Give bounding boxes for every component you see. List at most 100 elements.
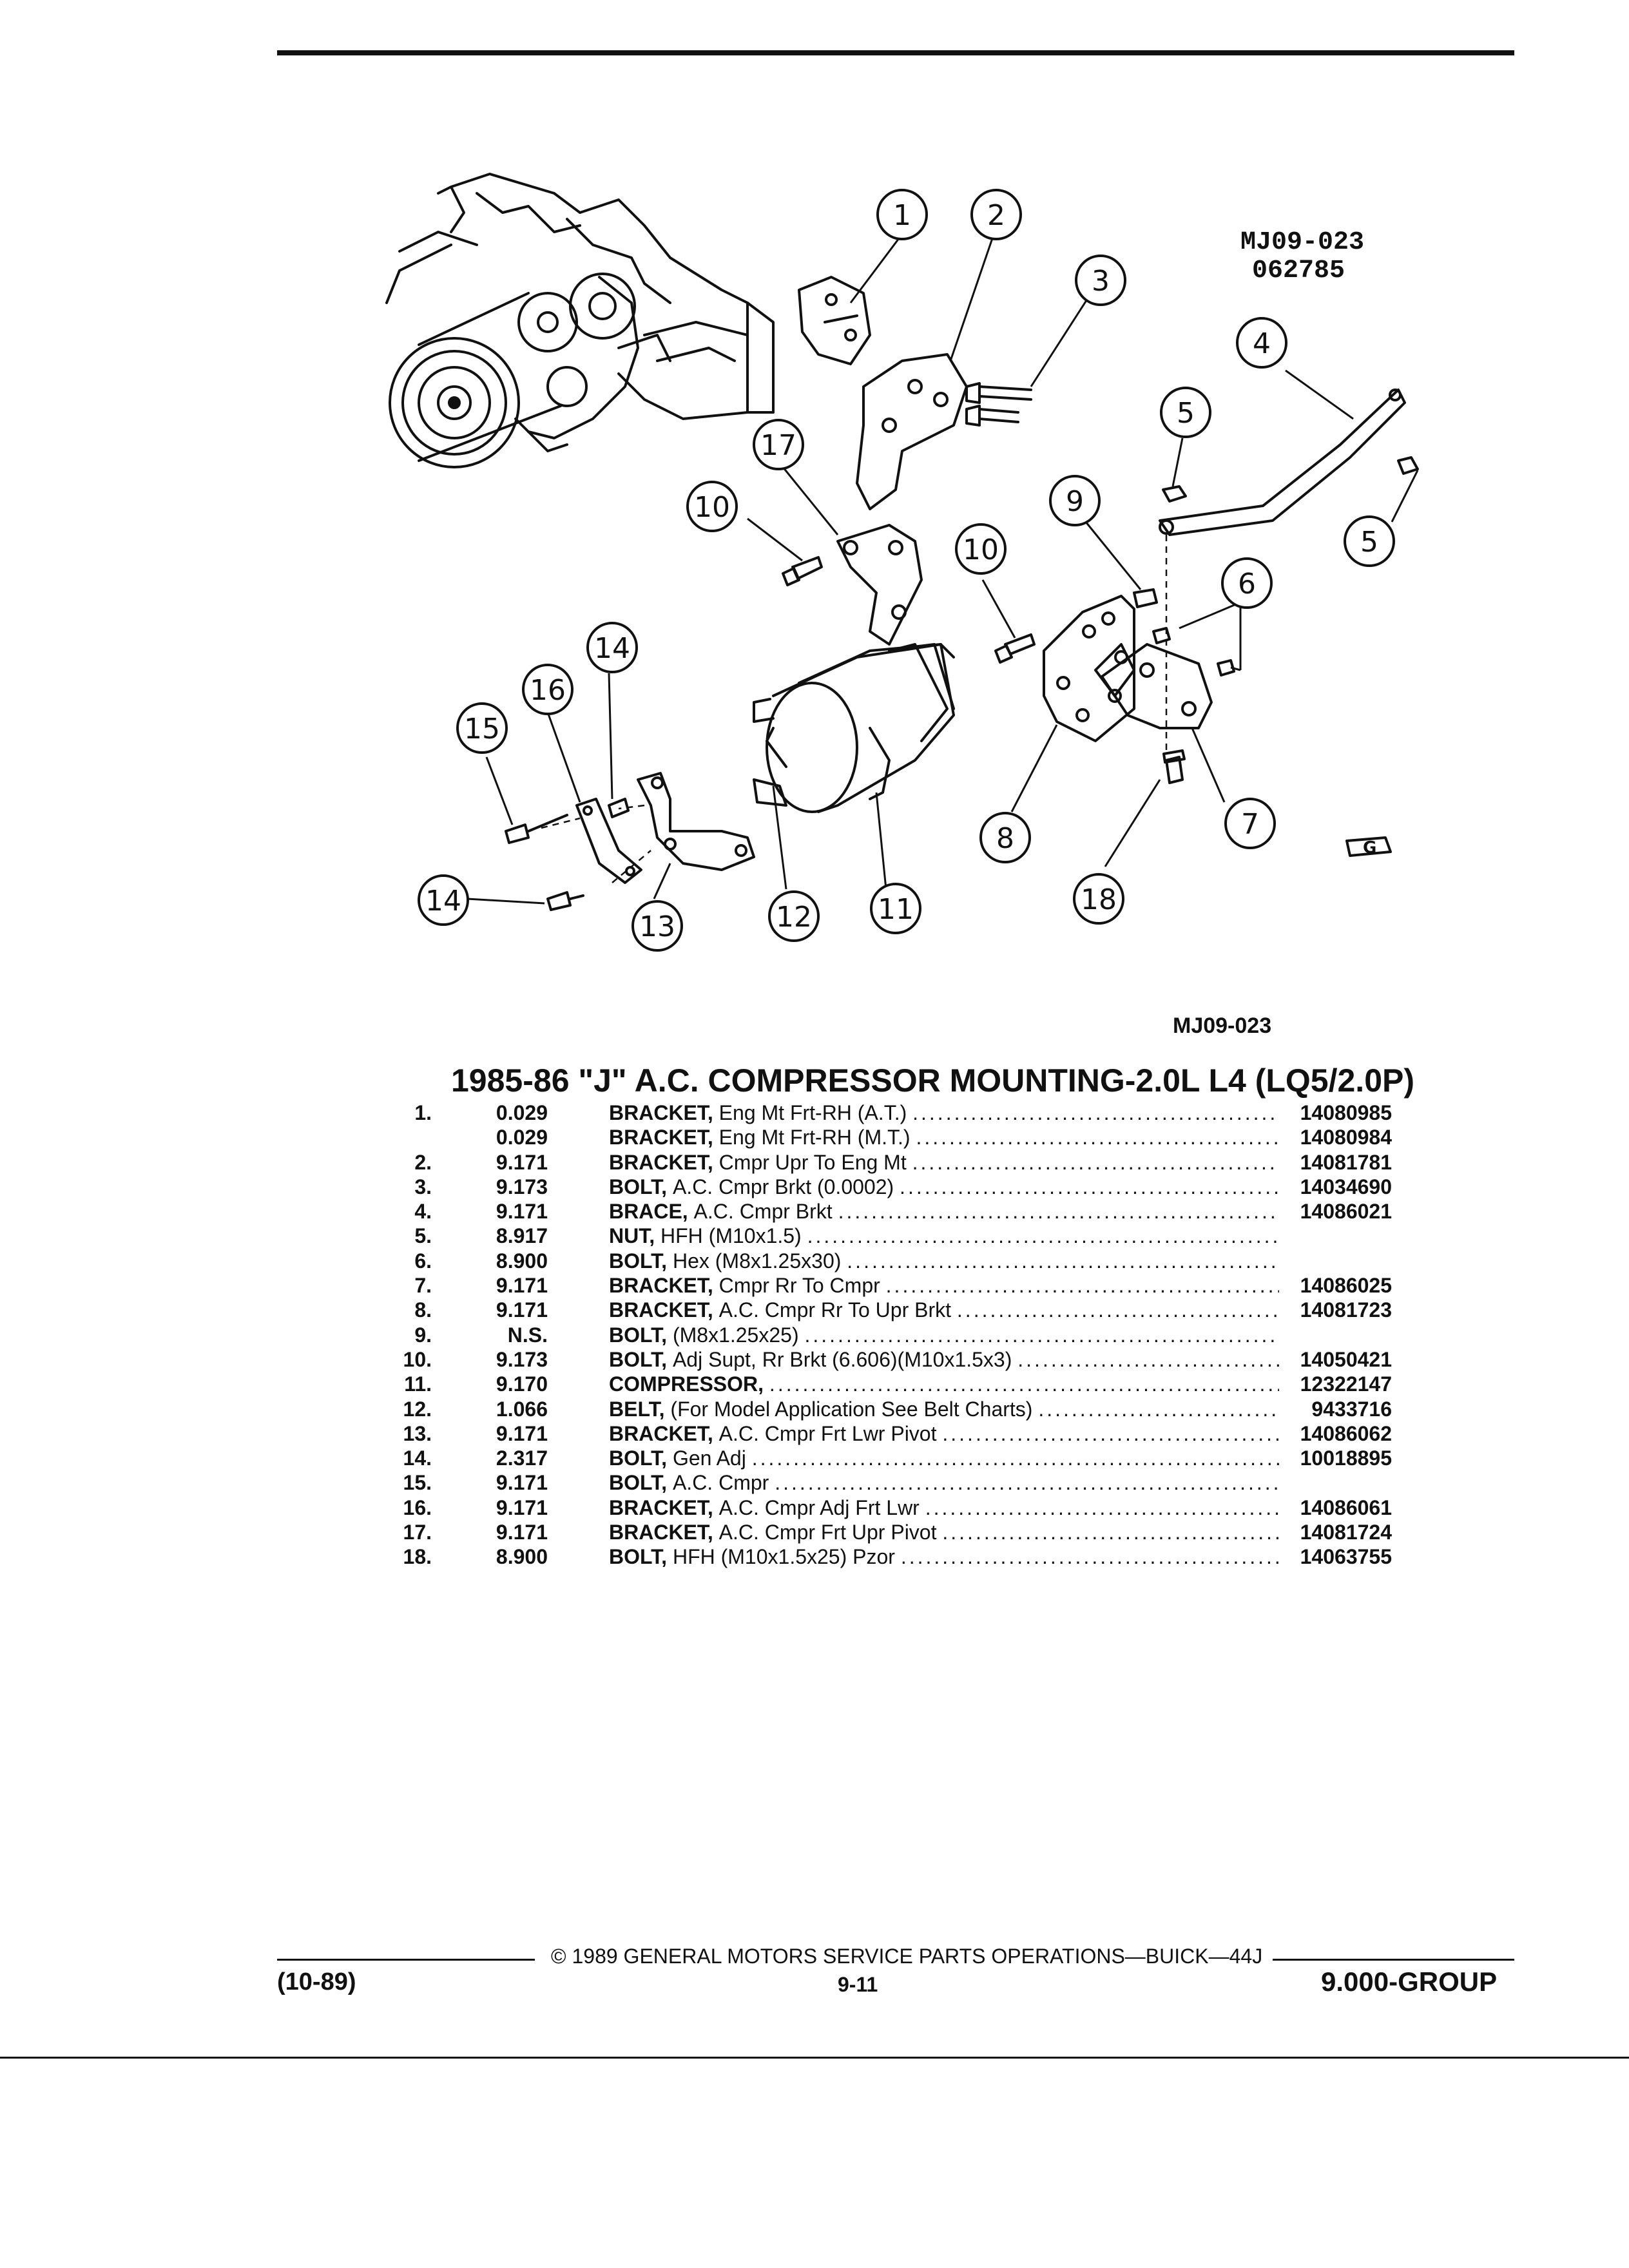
item-number: 11. bbox=[404, 1372, 432, 1396]
group-number: 9.171 bbox=[496, 1521, 548, 1544]
group-number: N.S. bbox=[507, 1323, 548, 1347]
svg-text:10: 10 bbox=[963, 533, 999, 566]
svg-text:6: 6 bbox=[1238, 568, 1256, 601]
engine-illustration bbox=[385, 173, 775, 468]
part-name: BRACKET, bbox=[609, 1495, 713, 1519]
part-description: BOLT, (M8x1.25x25) .....................… bbox=[609, 1323, 1279, 1347]
part-number: 14086025 bbox=[1300, 1274, 1392, 1298]
part-detail: Eng Mt Frt-RH (M.T.) bbox=[718, 1126, 911, 1149]
part-detail: (M8x1.25x25) bbox=[672, 1323, 799, 1347]
svg-text:17: 17 bbox=[760, 429, 796, 462]
group-number: 9.171 bbox=[496, 1200, 548, 1224]
part-description: BRACKET, Eng Mt Frt-RH (A.T.) ..........… bbox=[609, 1100, 1279, 1125]
item-number: 15. bbox=[403, 1471, 432, 1495]
part-number: 14086061 bbox=[1300, 1495, 1392, 1519]
parts-row: 4. 9.171 BRACE, A.C. Cmpr Brkt ...........… bbox=[367, 1199, 1398, 1224]
leader-dots: ........................................… bbox=[885, 1274, 1279, 1298]
group-number: 9.170 bbox=[496, 1372, 548, 1396]
part-description: BRACKET, A.C. Cmpr Frt Lwr Pivot .......… bbox=[609, 1421, 1279, 1446]
item-number: 4. bbox=[414, 1200, 432, 1224]
svg-text:8: 8 bbox=[996, 822, 1014, 855]
item-number: 3. bbox=[414, 1175, 432, 1198]
item-number: 16. bbox=[403, 1495, 432, 1519]
part-description: BRACKET, A.C. Cmpr Rr To Upr Brkt ......… bbox=[609, 1298, 1279, 1322]
item-number: 2. bbox=[414, 1150, 432, 1174]
part-name: BOLT, bbox=[609, 1347, 668, 1371]
part-description: BRACKET, Cmpr Upr To Eng Mt ............… bbox=[609, 1150, 1279, 1175]
figure-code: MJ09-023 062785 bbox=[1240, 229, 1364, 285]
callout-7 bbox=[1224, 798, 1276, 849]
part-description: BRACE, A.C. Cmpr Brkt ..................… bbox=[609, 1199, 1279, 1224]
item-number: 8. bbox=[414, 1298, 432, 1322]
group-number: 8.917 bbox=[496, 1224, 548, 1248]
part-description: NUT, HFH (M10x1.5) .....................… bbox=[609, 1224, 1279, 1248]
leader-dots: ........................................… bbox=[942, 1421, 1279, 1445]
callout-14a bbox=[586, 622, 638, 673]
part-description: BRACKET, A.C. Cmpr Adj Frt Lwr .........… bbox=[609, 1495, 1279, 1520]
bottom-rule bbox=[0, 2057, 1629, 2059]
item-number: 13. bbox=[403, 1421, 432, 1445]
group-number: 0.029 bbox=[496, 1101, 548, 1124]
leader-dots: ........................................… bbox=[1017, 1347, 1279, 1371]
item-number: 5. bbox=[414, 1224, 432, 1248]
top-rule bbox=[277, 50, 1514, 55]
item-number: 6. bbox=[414, 1249, 432, 1273]
group-number: 8.900 bbox=[496, 1545, 548, 1569]
part-detail: A.C. Cmpr Adj Frt Lwr bbox=[718, 1495, 920, 1519]
footer-date: (10-89) bbox=[277, 1968, 356, 1995]
callout-5a bbox=[1160, 387, 1211, 438]
part-7 bbox=[1101, 643, 1213, 729]
leader-dots: ........................................… bbox=[1038, 1397, 1279, 1421]
part-detail: A.C. Cmpr Brkt (0.0002) bbox=[672, 1175, 894, 1198]
part-name: BOLT, bbox=[609, 1471, 668, 1495]
part-2 bbox=[856, 353, 968, 510]
callout-13 bbox=[631, 900, 683, 952]
footer-copyright: © 1989 GENERAL MOTORS SERVICE PARTS OPER… bbox=[551, 1945, 1263, 1968]
group-number: 2.317 bbox=[496, 1446, 548, 1470]
svg-text:9: 9 bbox=[1066, 485, 1084, 518]
group-number: 0.029 bbox=[496, 1126, 548, 1149]
part-16 bbox=[575, 798, 642, 884]
callout-11 bbox=[870, 883, 921, 934]
part-name: BRACKET, bbox=[609, 1150, 713, 1174]
item-number: 1. bbox=[414, 1101, 432, 1124]
svg-text:G: G bbox=[1363, 838, 1376, 858]
svg-text:7: 7 bbox=[1241, 808, 1259, 841]
part-name: BRACKET, bbox=[609, 1274, 713, 1298]
svg-text:11: 11 bbox=[878, 893, 914, 926]
part-detail: HFH (M10x1.5x25) Pzor bbox=[672, 1545, 895, 1569]
part-name: BELT, bbox=[609, 1397, 665, 1421]
item-number: 17. bbox=[403, 1521, 432, 1544]
exploded-view-diagram: G bbox=[385, 173, 1419, 952]
part-17 bbox=[836, 524, 923, 646]
group-number: 8.900 bbox=[496, 1249, 548, 1273]
callout-4 bbox=[1236, 317, 1287, 369]
page-number: 9-11 bbox=[838, 1973, 878, 1996]
part-name: BOLT, bbox=[609, 1175, 668, 1198]
compressor-illustration bbox=[753, 643, 955, 813]
part-detail: (For Model Application See Belt Charts) bbox=[670, 1397, 1033, 1421]
part-description: BELT, (For Model Application See Belt Ch… bbox=[609, 1397, 1279, 1421]
group-number: 9.173 bbox=[496, 1175, 548, 1198]
part-8 bbox=[1043, 595, 1135, 742]
part-detail: Eng Mt Frt-RH (A.T.) bbox=[718, 1101, 907, 1124]
callout-1 bbox=[876, 189, 928, 240]
leader-dots: ........................................… bbox=[838, 1200, 1279, 1224]
figure-code-line2: 062785 bbox=[1252, 256, 1345, 285]
leader-dots: ........................................… bbox=[807, 1224, 1279, 1248]
parts-row: 5. 8.917 NUT, HFH (M10x1.5) ..............… bbox=[367, 1224, 1398, 1248]
svg-text:13: 13 bbox=[639, 910, 675, 943]
svg-text:16: 16 bbox=[530, 674, 566, 707]
parts-row: 9.N.S.BOLT, (M8x1.25x25) ...............… bbox=[367, 1323, 1398, 1347]
group-number: 9.171 bbox=[496, 1298, 548, 1322]
part-detail: Adj Supt, Rr Brkt (6.606)(M10x1.5x3) bbox=[672, 1347, 1012, 1371]
parts-row: 8. 9.171 BRACKET, A.C. Cmpr Rr To Upr Brkt… bbox=[367, 1298, 1398, 1322]
item-number: 14. bbox=[403, 1446, 432, 1470]
part-4 bbox=[1159, 389, 1406, 536]
